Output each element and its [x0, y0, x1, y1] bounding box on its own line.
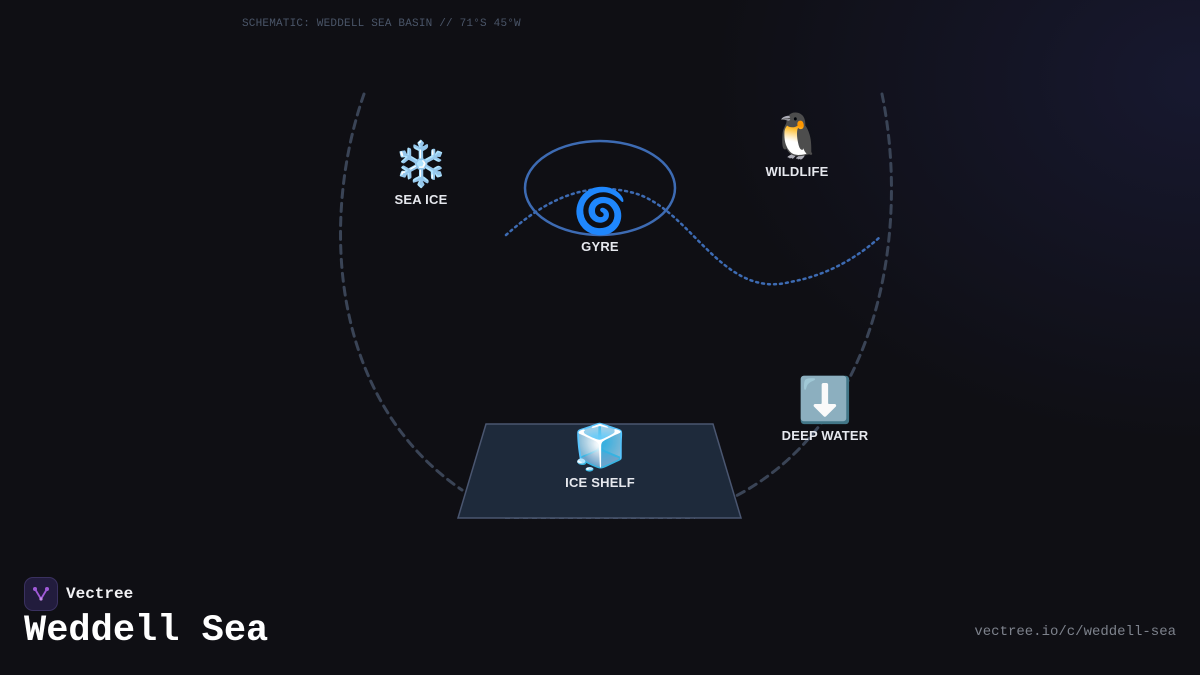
node-gyre: 🌀 GYRE [573, 187, 628, 254]
schematic-caption: SCHEMATIC: WEDDELL SEA BASIN // 71°S 45°… [242, 18, 521, 30]
node-label: ICE SHELF [565, 475, 635, 490]
gyre-ellipse [523, 139, 677, 237]
down-arrow-icon: ⬇️ [797, 376, 853, 425]
basin-outline [339, 92, 464, 492]
node-label: SEA ICE [394, 192, 448, 207]
page-url[interactable]: vectree.io/c/weddell-sea [974, 624, 1176, 640]
page-title: Weddell Sea [24, 610, 269, 652]
node-deep-water: ⬇️ DEEP WATER [782, 376, 869, 443]
node-label: DEEP WATER [781, 428, 869, 443]
ice-shelf-platform [456, 423, 743, 519]
node-wildlife: 🐧 WILDLIFE [766, 112, 829, 179]
logo-mark [33, 587, 49, 601]
node-ice-shelf: 🧊 ICE SHELF [565, 423, 635, 490]
node-sea-ice: ❄️ SEA ICE [394, 140, 449, 207]
cyclone-icon: 🌀 [572, 187, 628, 236]
node-label: WILDLIFE [765, 164, 829, 179]
snowflake-icon: ❄️ [393, 140, 449, 189]
brand-name: Vectree [66, 585, 134, 603]
vectree-logo-icon [24, 577, 58, 611]
ice-cube-icon: 🧊 [572, 423, 628, 472]
penguin-icon: 🐧 [769, 112, 825, 161]
node-label: GYRE [581, 239, 619, 254]
basin-outline-right [734, 92, 893, 498]
brand: Vectree [24, 577, 133, 611]
current-path [504, 187, 882, 286]
